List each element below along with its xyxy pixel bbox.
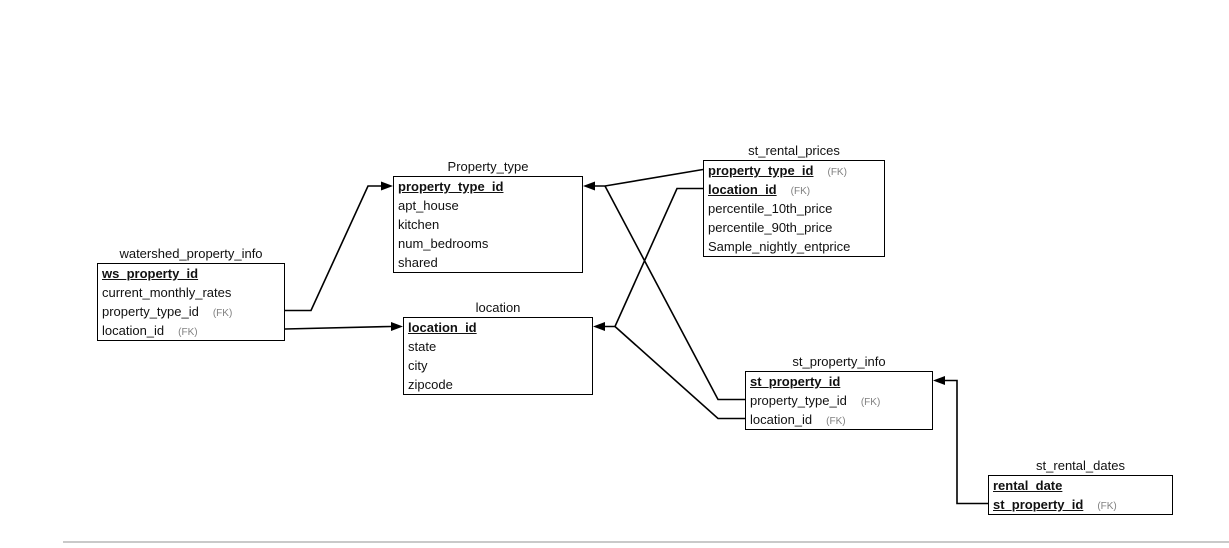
table-column: location_id (FK) (98, 321, 284, 340)
table-column: st_property_id (746, 372, 932, 391)
column-name: percentile_90th_price (708, 220, 833, 235)
connector-st-property-info-to-location[interactable] (614, 325, 745, 420)
table-column: property_type_id (FK) (746, 391, 932, 410)
arrowhead-icon (381, 181, 393, 191)
connector-st-rental-dates-to-st-property-info[interactable] (933, 376, 988, 505)
table-column: location_id (FK) (704, 180, 884, 199)
table-title: watershed_property_info (119, 246, 263, 261)
arrowhead-icon (933, 376, 945, 385)
table-title: location (475, 300, 521, 315)
column-name: shared (398, 255, 438, 270)
connector-st-property-info-to-property-type[interactable] (604, 185, 745, 401)
column-name: location_id (102, 323, 165, 338)
column-name: Sample_nightly_entprice (708, 239, 851, 254)
arrowhead-icon (583, 181, 595, 191)
column-name: property_type_id (708, 163, 814, 178)
table-column: zipcode (404, 375, 592, 394)
column-name: location_id (750, 412, 813, 427)
table-title: st_property_info (792, 354, 886, 369)
column-name: st_property_id (993, 497, 1084, 512)
column-name: percentile_10th_price (708, 201, 833, 216)
table-box: rental_date st_property_id (FK) (988, 475, 1173, 515)
table-st-property-info[interactable]: st_property_info st_property_id property_… (745, 354, 933, 430)
column-name: property_type_id (102, 304, 199, 319)
table-column: apt_house (394, 196, 582, 215)
column-name: zipcode (408, 377, 453, 392)
fk-tag: (FK) (178, 327, 198, 338)
fk-tag: (FK) (826, 416, 846, 427)
column-name: location_id (408, 320, 477, 335)
column-name: location_id (708, 182, 777, 197)
column-name: state (408, 339, 437, 354)
connector-watershed-to-property-type[interactable] (285, 181, 393, 312)
table-column: ws_property_id (98, 264, 284, 283)
table-title: Property_type (447, 159, 529, 174)
table-column: shared (394, 253, 582, 272)
table-column: st_property_id (FK) (989, 495, 1172, 514)
table-box: property_type_id (FK) location_id (FK) perce… (703, 160, 885, 257)
connector-st-rental-prices-to-property-type[interactable] (583, 168, 704, 191)
table-column: location_id (FK) (746, 410, 932, 429)
table-column: num_bedrooms (394, 234, 582, 253)
column-name: city (408, 358, 428, 373)
column-name: st_property_id (750, 374, 841, 389)
table-title: st_rental_dates (1036, 458, 1125, 473)
column-name: property_type_id (398, 179, 504, 194)
arrowhead-icon (391, 322, 403, 331)
arrowhead-icon (593, 322, 605, 331)
table-column: property_type_id (FK) (98, 302, 284, 321)
table-st-rental-prices[interactable]: st_rental_prices property_type_id(FK)loc… (703, 143, 885, 257)
table-column: Sample_nightly_entprice (704, 237, 884, 256)
column-name: apt_house (398, 198, 459, 213)
table-column: property_type_id (394, 177, 582, 196)
column-name: num_bedrooms (398, 236, 489, 251)
table-column: location_id (404, 318, 592, 337)
table-column: city (404, 356, 592, 375)
column-name: kitchen (398, 217, 440, 232)
table-column: percentile_10th_price (704, 199, 884, 218)
table-title: st_rental_prices (748, 143, 840, 158)
table-column: rental_date (989, 476, 1172, 495)
table-column: percentile_90th_price (704, 218, 884, 237)
column-name: current_monthly_rates (102, 285, 232, 300)
table-column: kitchen (394, 215, 582, 234)
page-boundary-line (63, 541, 1229, 543)
column-name: property_type_id (750, 393, 847, 408)
table-st-rental-dates[interactable]: st_rental_dates rental_date st_property_i… (988, 458, 1173, 515)
table-column: property_type_id (FK) (704, 161, 884, 180)
connector-st-rental-prices-to-location[interactable] (593, 187, 703, 332)
column-name: rental_date (993, 478, 1063, 493)
fk-tag: (FK) (212, 308, 233, 319)
table-column: state (404, 337, 592, 356)
fk-tag: (FK) (827, 167, 847, 178)
table-column: current_monthly_rates (98, 283, 284, 302)
fk-tag: (FK) (860, 397, 881, 408)
column-name: ws_property_id (102, 266, 199, 281)
fk-tag: (FK) (790, 186, 811, 197)
connector-watershed-to-location[interactable] (284, 322, 403, 331)
fk-tag: (FK) (1097, 501, 1117, 512)
